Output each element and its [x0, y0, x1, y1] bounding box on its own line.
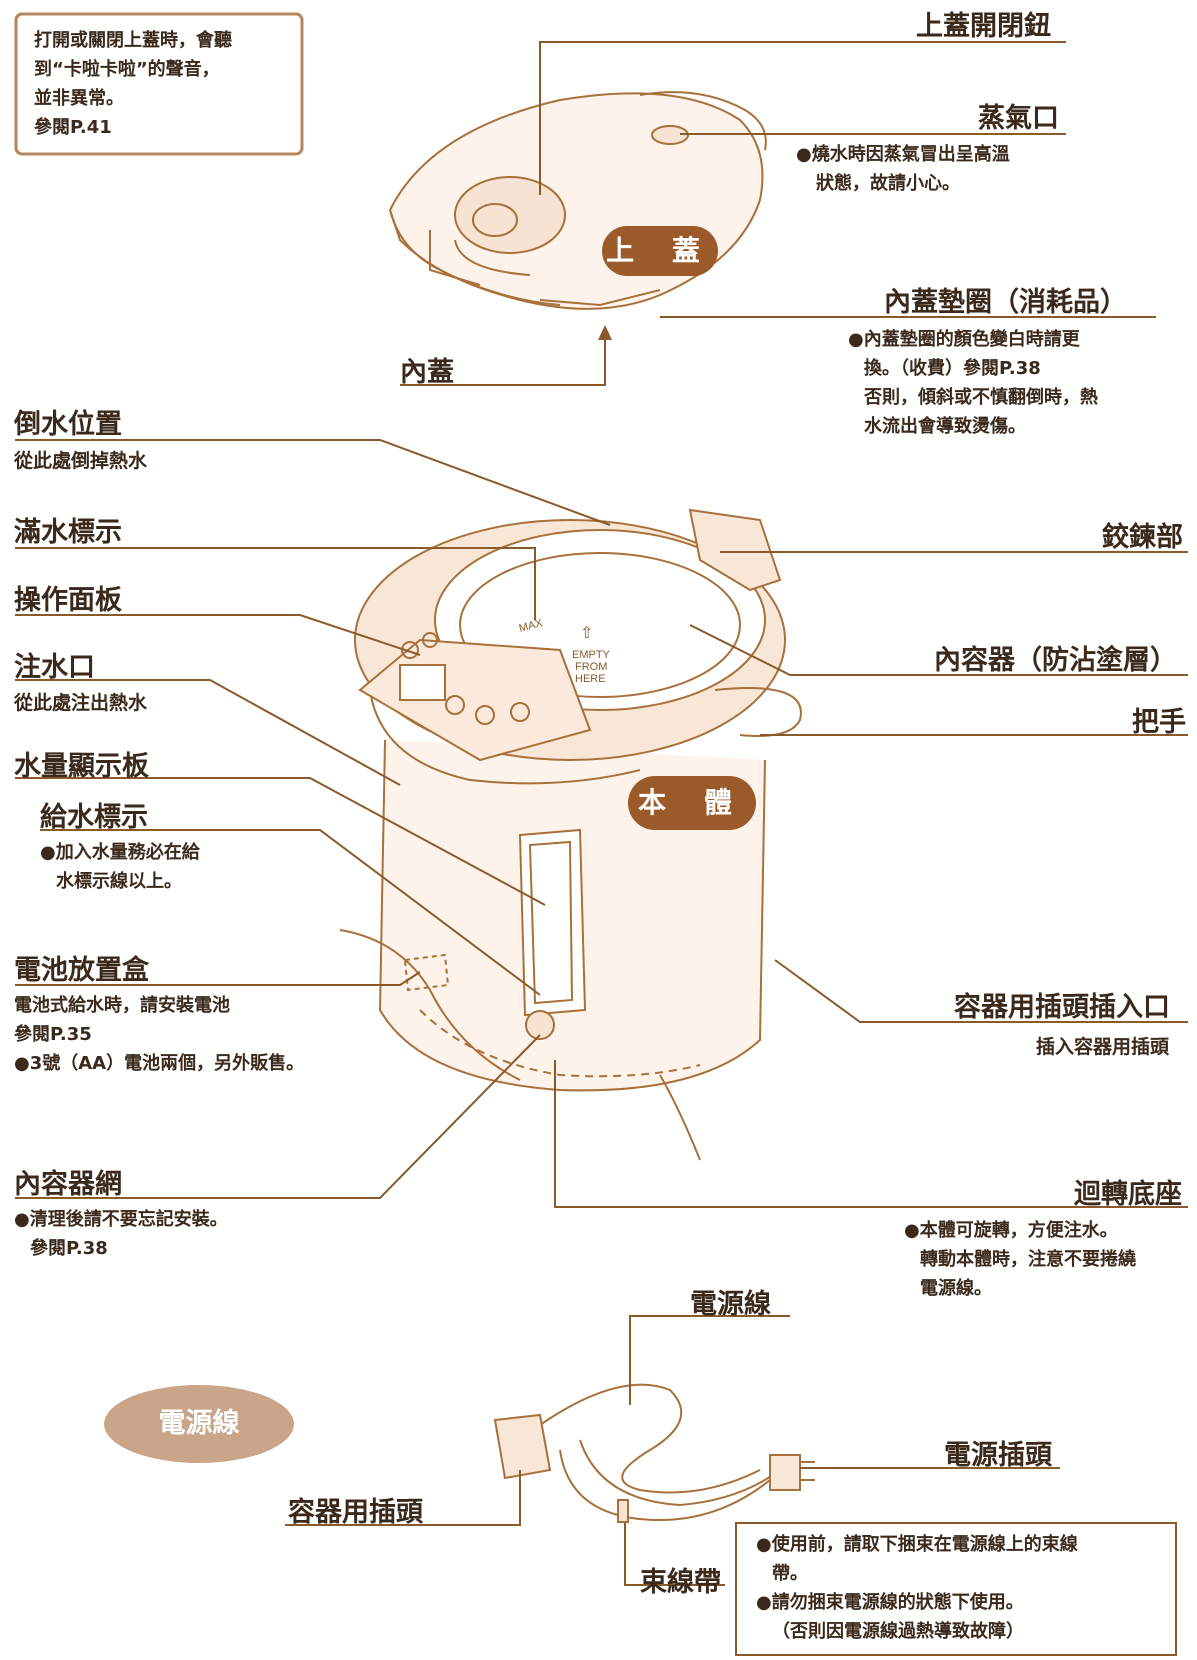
filter-label: 內容器網	[14, 1169, 122, 1200]
intro-note: 打開或關閉上蓋時，會聽 到“卡啦卡啦”的聲音， 並非異常。 參閱P.41	[34, 26, 294, 142]
intro-line-1: 打開或關閉上蓋時，會聽	[34, 30, 232, 51]
gasket-note-line-2: 換。（收費）參閱P.38	[864, 358, 1041, 379]
inner-empty-line-1: EMPTY	[572, 649, 611, 661]
intro-line-4: 參閱P.41	[34, 117, 112, 138]
gasket-note-line-3: 否則，傾斜或不慎翻倒時，熱	[864, 387, 1098, 408]
intro-line-3: 並非異常。	[34, 88, 124, 109]
inner-lid-label: 內蓋	[400, 357, 454, 388]
battery-note-line-3: ●3號（AA）電池兩個，另外販售。	[14, 1053, 305, 1074]
swivel-base-label: 迴轉底座	[1074, 1179, 1182, 1210]
swivel-note-line-2: 轉動本體時，注意不要捲繞	[920, 1249, 1136, 1270]
gasket-label: 內蓋墊圈（消耗品）	[884, 287, 1127, 318]
tie-note-line-1: ●使用前，請取下捆束在電源線上的束線	[756, 1534, 1078, 1555]
filter-note: ●清理後請不要忘記安裝。 參閱P.38	[14, 1205, 228, 1263]
lid-open-button-label: 上蓋開閉鈕	[916, 11, 1051, 42]
lid-pill: 上 蓋	[602, 226, 718, 276]
refill-note: ●加入水量務必在給 水標示線以上。	[40, 838, 200, 896]
inner-lid-arrow	[598, 325, 612, 340]
steam-note-line-1: ●燒水時因蒸氣冒出呈高溫	[796, 144, 1010, 165]
gasket-note-line-1: ●內蓋墊圈的顏色變白時請更	[848, 329, 1080, 350]
spout-label: 注水口	[14, 652, 95, 683]
tie-note-line-4: （否則因電源線過熱導致故障）	[772, 1621, 1024, 1642]
cord-drawing	[493, 1383, 815, 1523]
water-gauge-label: 水量顯示板	[14, 751, 149, 782]
tie-note-frame	[735, 1522, 1177, 1656]
inner-container-label: 內容器（防沾塗層）	[934, 645, 1177, 676]
spout-note: 從此處注出熱水	[14, 692, 148, 714]
inner-empty-line-2: FROM	[575, 661, 607, 673]
leader-lines	[15, 41, 1188, 1586]
tie-label: 束線帶	[640, 1567, 721, 1598]
plug-label: 電源插頭	[944, 1440, 1052, 1471]
cord-pill: 電源線	[104, 1385, 294, 1463]
battery-note-line-2: 參閱P.35	[14, 1024, 92, 1045]
battery-note: 電池式給水時，請安裝電池 參閱P.35 ●3號（AA）電池兩個，另外販售。	[14, 991, 304, 1078]
battery-note-line-1: 電池式給水時，請安裝電池	[14, 995, 230, 1016]
hinge-label: 鉸鍊部	[1102, 522, 1183, 553]
gasket-note: ●內蓋墊圈的顏色變白時請更 換。（收費）參閱P.38 否則，傾斜或不慎翻倒時，熱…	[848, 325, 1098, 441]
refill-mark-label: 給水標示	[40, 802, 148, 833]
handle-label: 把手	[1132, 707, 1186, 738]
inlet-label: 容器用插頭插入口	[954, 992, 1170, 1023]
tie-note: ●使用前，請取下捆束在電源線上的束線 帶。 ●請勿捆束電源線的狀態下使用。 （否…	[756, 1530, 1176, 1646]
inlet-note: 插入容器用插頭	[1036, 1036, 1170, 1058]
intro-line-2: 到“卡啦卡啦”的聲音，	[34, 59, 220, 80]
battery-box-label: 電池放置盒	[14, 955, 149, 986]
swivel-note: ●本體可旋轉，方便注水。 轉動本體時，注意不要捲繞 電源線。	[904, 1216, 1136, 1303]
gasket-note-line-4: 水流出會導致燙傷。	[864, 416, 1026, 437]
up-arrow-icon: ⇧	[580, 623, 593, 642]
cord-label: 電源線	[690, 1289, 771, 1320]
body-drawing	[339, 508, 802, 1161]
steam-vent-label: 蒸氣口	[978, 103, 1059, 134]
pour-note: 從此處倒掉熱水	[14, 450, 148, 472]
steam-note: ●燒水時因蒸氣冒出呈高溫 狀態，故請小心。	[796, 140, 1010, 198]
body-pill: 本 體	[628, 776, 756, 830]
filter-note-line-2: 參閱P.38	[30, 1238, 108, 1259]
full-mark-label: 滿水標示	[14, 517, 122, 548]
intro-box-frame	[14, 12, 304, 156]
swivel-note-line-1: ●本體可旋轉，方便注水。	[904, 1220, 1118, 1241]
swivel-note-line-3: 電源線。	[920, 1278, 992, 1299]
lid-drawing	[388, 91, 767, 310]
appliance-plug-label: 容器用插頭	[288, 1497, 423, 1528]
refill-note-line-2: 水標示線以上。	[56, 871, 182, 892]
inner-empty-line-3: HERE	[575, 673, 606, 685]
steam-note-line-2: 狀態，故請小心。	[816, 173, 960, 194]
filter-note-line-1: ●清理後請不要忘記安裝。	[14, 1209, 228, 1230]
tie-note-line-2: 帶。	[772, 1563, 808, 1584]
refill-note-line-1: ●加入水量務必在給	[40, 842, 200, 863]
pour-position-label: 倒水位置	[14, 409, 122, 440]
tie-note-line-3: ●請勿捆束電源線的狀態下使用。	[756, 1592, 1024, 1613]
control-panel-label: 操作面板	[14, 585, 122, 616]
